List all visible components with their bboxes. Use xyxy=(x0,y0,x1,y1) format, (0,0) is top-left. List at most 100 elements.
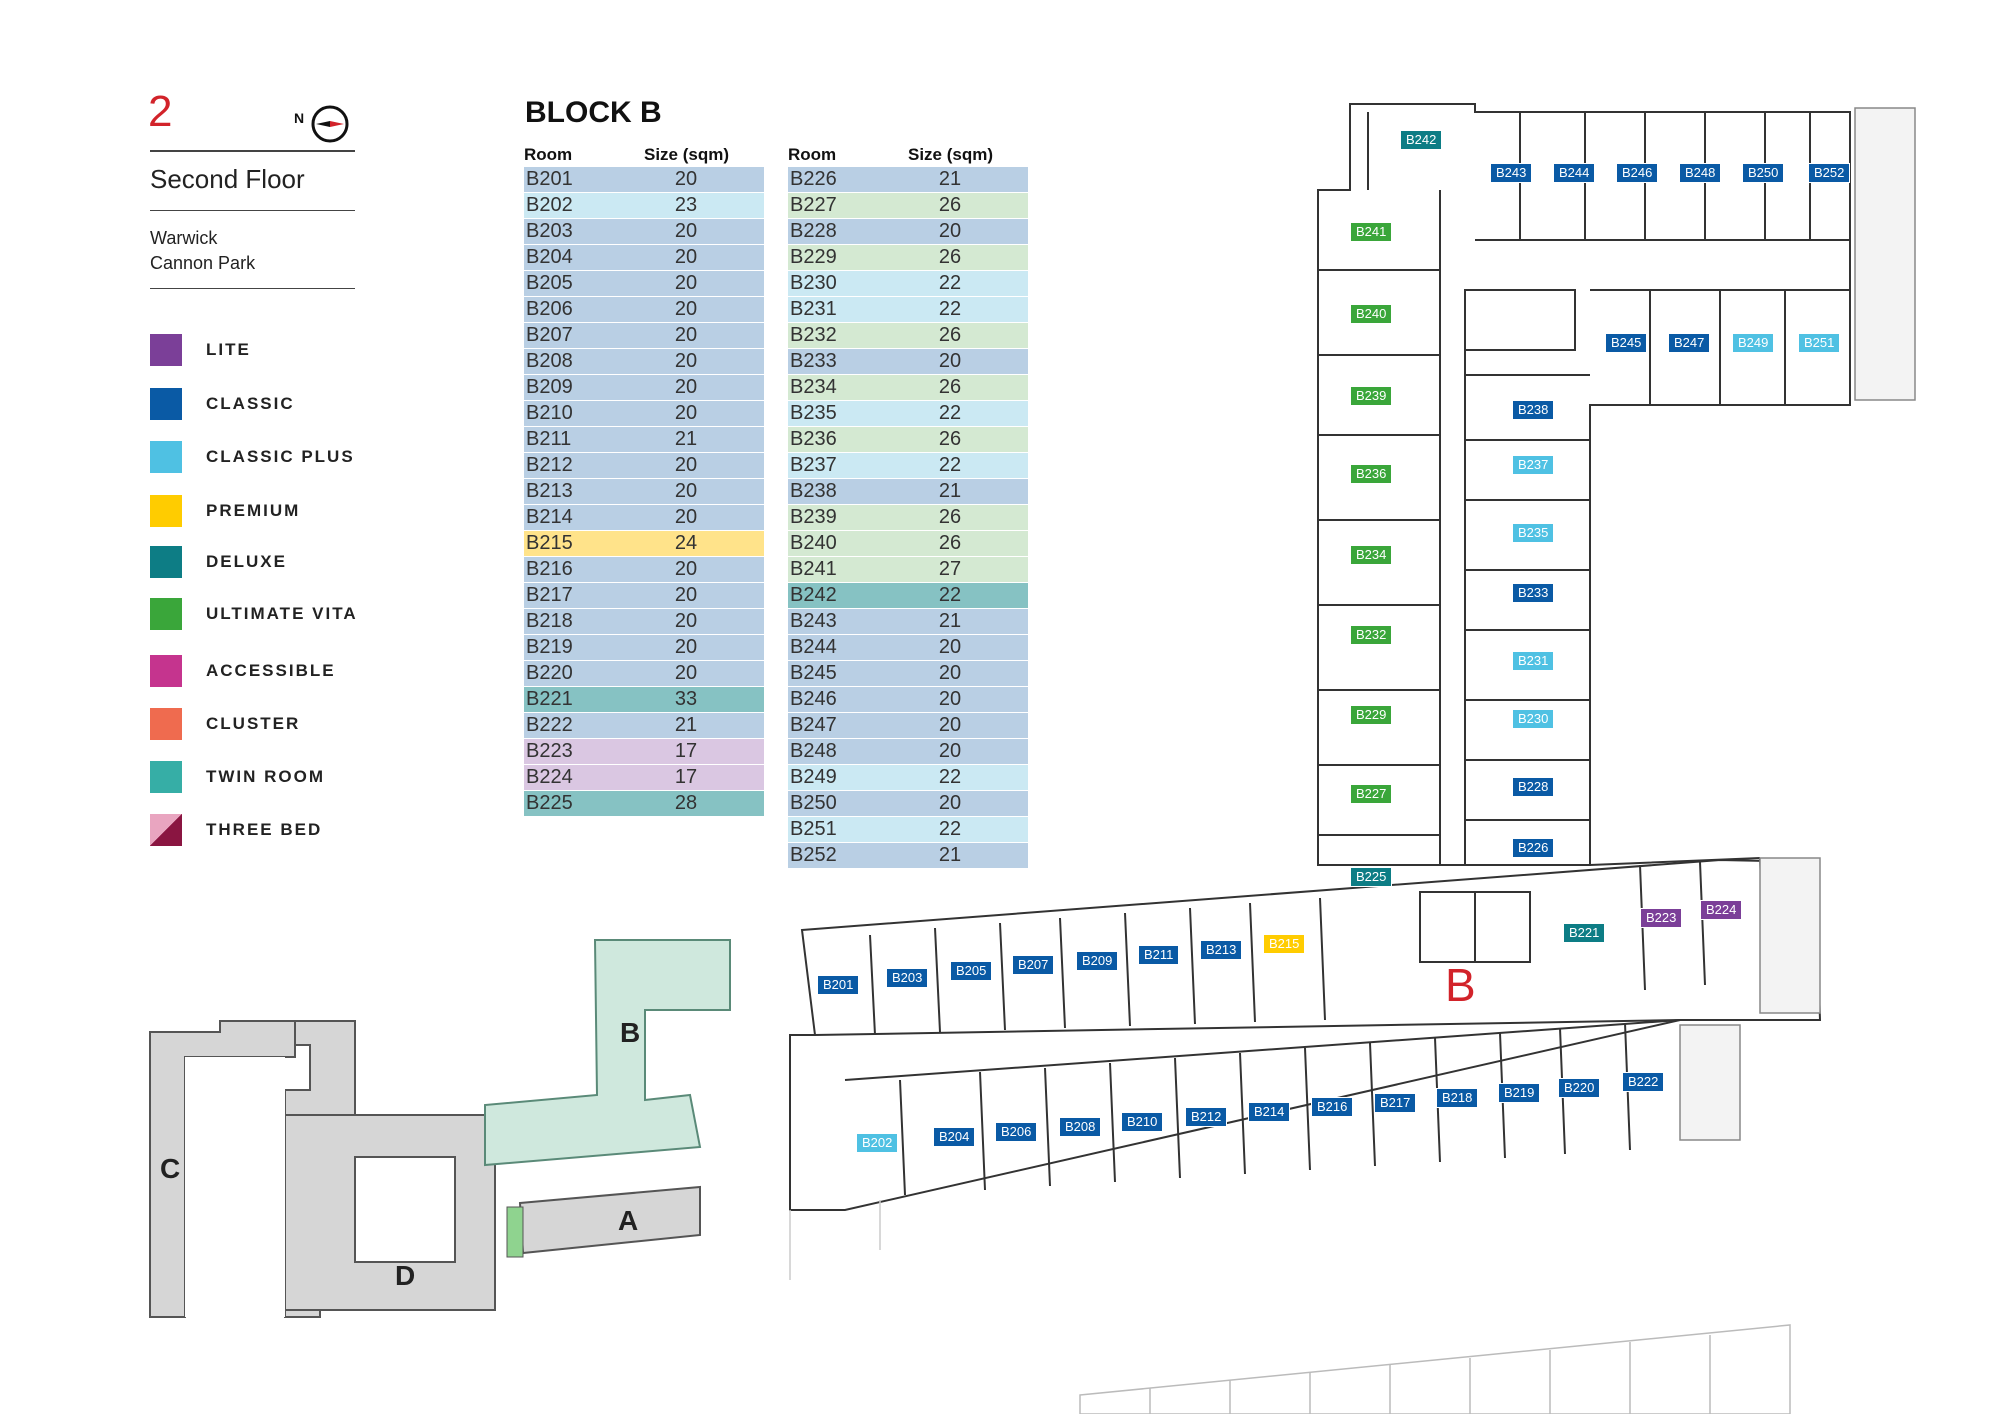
room-size-cell: 20 xyxy=(938,714,962,736)
room-tag-b233[interactable]: B233 xyxy=(1512,583,1555,603)
room-tag-b238[interactable]: B238 xyxy=(1512,400,1555,420)
room-number-cell: B222 xyxy=(526,714,573,736)
room-tag-b229[interactable]: B229 xyxy=(1350,705,1393,725)
room-tag-b239[interactable]: B239 xyxy=(1350,386,1393,406)
room-tag-b215[interactable]: B215 xyxy=(1263,934,1306,954)
room-tag-b251[interactable]: B251 xyxy=(1798,333,1841,353)
room-tag-b241[interactable]: B241 xyxy=(1350,222,1393,242)
room-tag-b244[interactable]: B244 xyxy=(1553,163,1596,183)
room-tag-b220[interactable]: B220 xyxy=(1558,1078,1601,1098)
room-size-cell: 20 xyxy=(674,324,698,346)
room-tag-b224[interactable]: B224 xyxy=(1700,900,1743,920)
room-tag-b214[interactable]: B214 xyxy=(1248,1102,1291,1122)
room-tag-b226[interactable]: B226 xyxy=(1512,838,1555,858)
room-number-cell: B247 xyxy=(790,714,837,736)
room-size-cell: 21 xyxy=(938,480,962,502)
room-tag-b237[interactable]: B237 xyxy=(1512,455,1555,475)
column-header-size: Size (sqm) xyxy=(644,145,730,164)
room-number-cell: B235 xyxy=(790,402,837,424)
room-number-cell: B210 xyxy=(526,402,573,424)
room-tag-b209[interactable]: B209 xyxy=(1076,951,1119,971)
room-size-cell: 26 xyxy=(938,324,962,346)
key-plan-label-a: A xyxy=(618,1205,639,1236)
room-number-cell: B249 xyxy=(790,766,837,788)
room-number-cell: B233 xyxy=(790,350,837,372)
room-tag-b206[interactable]: B206 xyxy=(995,1122,1038,1142)
room-tag-b216[interactable]: B216 xyxy=(1311,1097,1354,1117)
legend-swatch xyxy=(150,495,182,527)
room-tag-b246[interactable]: B246 xyxy=(1616,163,1659,183)
room-tag-b227[interactable]: B227 xyxy=(1350,784,1393,804)
room-tag-b219[interactable]: B219 xyxy=(1498,1083,1541,1103)
legend-item-ultimate-vita: ULTIMATE VITA xyxy=(150,598,358,630)
room-tag-b252[interactable]: B252 xyxy=(1808,163,1851,183)
room-tag-b249[interactable]: B249 xyxy=(1732,333,1775,353)
room-tag-b242[interactable]: B242 xyxy=(1400,130,1443,150)
room-tag-b247[interactable]: B247 xyxy=(1668,333,1711,353)
room-tag-b203[interactable]: B203 xyxy=(886,968,929,988)
legend-label: LITE xyxy=(206,340,251,359)
room-tag-b234[interactable]: B234 xyxy=(1350,545,1393,565)
room-number-cell: B232 xyxy=(790,324,837,346)
legend-item-twin-room: TWIN ROOM xyxy=(150,761,325,793)
room-tag-b202[interactable]: B202 xyxy=(856,1133,899,1153)
room-tag-b232[interactable]: B232 xyxy=(1350,625,1393,645)
room-number-cell: B212 xyxy=(526,454,573,476)
room-tag-b218[interactable]: B218 xyxy=(1436,1088,1479,1108)
room-number-cell: B224 xyxy=(526,766,573,788)
room-tag-b225[interactable]: B225 xyxy=(1350,867,1393,887)
room-tag-b245[interactable]: B245 xyxy=(1605,333,1648,353)
room-tag-b243[interactable]: B243 xyxy=(1490,163,1533,183)
room-size-cell: 20 xyxy=(674,272,698,294)
table-header: Room Size (sqm) xyxy=(524,145,764,167)
room-tag-b204[interactable]: B204 xyxy=(933,1127,976,1147)
room-tag-b236[interactable]: B236 xyxy=(1350,464,1393,484)
room-tag-b230[interactable]: B230 xyxy=(1512,709,1555,729)
room-size-cell: 20 xyxy=(938,688,962,710)
room-number-cell: B220 xyxy=(526,662,573,684)
room-number-cell: B251 xyxy=(790,818,837,840)
room-tag-b201[interactable]: B201 xyxy=(817,975,860,995)
room-tag-b211[interactable]: B211 xyxy=(1138,945,1180,965)
room-size-cell: 22 xyxy=(938,584,962,606)
room-tag-b231[interactable]: B231 xyxy=(1512,651,1555,671)
room-size-cell: 21 xyxy=(938,844,962,866)
room-size-cell: 21 xyxy=(938,168,962,190)
room-size-cell: 17 xyxy=(674,766,698,788)
room-tag-b221[interactable]: B221 xyxy=(1563,923,1606,943)
legend-label: PREMIUM xyxy=(206,501,301,520)
room-tag-b223[interactable]: B223 xyxy=(1640,908,1683,928)
room-size-cell: 26 xyxy=(938,532,962,554)
room-size-cell: 20 xyxy=(674,454,698,476)
room-tag-b213[interactable]: B213 xyxy=(1200,940,1243,960)
room-tag-b217[interactable]: B217 xyxy=(1374,1093,1417,1113)
room-tag-b205[interactable]: B205 xyxy=(950,961,993,981)
room-tag-b207[interactable]: B207 xyxy=(1012,955,1055,975)
room-tag-b212[interactable]: B212 xyxy=(1185,1107,1228,1127)
room-tag-b210[interactable]: B210 xyxy=(1121,1112,1164,1132)
room-number-cell: B223 xyxy=(526,740,573,762)
room-tag-b235[interactable]: B235 xyxy=(1512,523,1555,543)
room-tag-b248[interactable]: B248 xyxy=(1679,163,1722,183)
room-number-cell: B237 xyxy=(790,454,837,476)
room-tag-b250[interactable]: B250 xyxy=(1742,163,1785,183)
room-size-cell: 20 xyxy=(674,506,698,528)
room-tag-b222[interactable]: B222 xyxy=(1622,1072,1665,1092)
room-tag-b240[interactable]: B240 xyxy=(1350,304,1393,324)
room-tag-b208[interactable]: B208 xyxy=(1059,1117,1102,1137)
room-tag-b228[interactable]: B228 xyxy=(1512,777,1555,797)
room-number-cell: B230 xyxy=(790,272,837,294)
